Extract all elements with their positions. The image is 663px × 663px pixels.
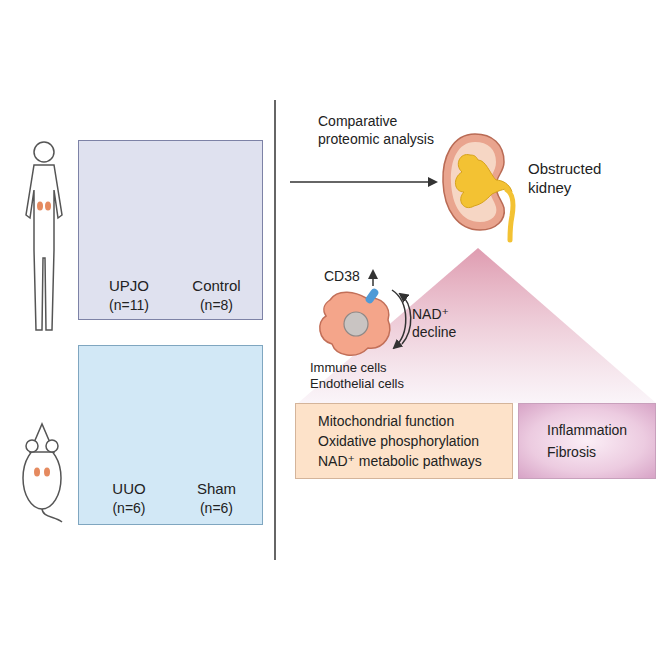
- cycle-arrow: [392, 290, 406, 348]
- node-text: (n=6): [174, 500, 259, 518]
- increase-box: InflammationFibrosis: [518, 403, 656, 479]
- cycle-arrow: [400, 294, 411, 344]
- node-text: CD38: [324, 268, 370, 286]
- node-text: Inflammation: [547, 422, 651, 440]
- node-text: (n=11): [84, 297, 174, 315]
- focus-cone: [298, 248, 656, 403]
- node-text: Obstructed kidney: [528, 160, 638, 198]
- node-text: Control: [174, 277, 259, 296]
- node-text: Mitochondrial function: [318, 413, 508, 431]
- increase-arrow: [372, 271, 374, 286]
- annotation-label: Comparative proteomic analysis: [318, 112, 436, 148]
- human-figure: [26, 142, 62, 330]
- obstructed-kidney: [443, 134, 513, 240]
- node-text: Fibrosis: [547, 444, 651, 462]
- sample-group-box: UUO(n=6)Sham(n=6): [78, 345, 263, 525]
- divider-line: [274, 100, 276, 560]
- flow-arrow: [290, 181, 436, 183]
- cell-group: CD38NAD⁺ declineImmune cells Endothelial…: [300, 262, 480, 398]
- mouse-figure: [23, 424, 62, 522]
- node-text: Immune cells Endothelial cells: [310, 360, 440, 393]
- node-text: (n=6): [84, 500, 174, 518]
- node-text: Oxidative phosphorylation: [318, 433, 508, 451]
- node-text: UPJO: [84, 277, 174, 296]
- node-text: NAD⁺ decline: [412, 306, 476, 341]
- node-text: UUO: [84, 480, 174, 499]
- immune-cell: [320, 287, 390, 355]
- node-text: Sham: [174, 480, 259, 499]
- obstructed-kidney-group: Obstructed kidney: [440, 130, 655, 242]
- sample-group-box: UPJO(n=11)Control(n=8): [78, 140, 263, 320]
- decrease-box: Mitochondrial functionOxidative phosphor…: [295, 403, 513, 479]
- node-text: NAD⁺ metabolic pathways: [318, 453, 508, 471]
- node-text: (n=8): [174, 297, 259, 315]
